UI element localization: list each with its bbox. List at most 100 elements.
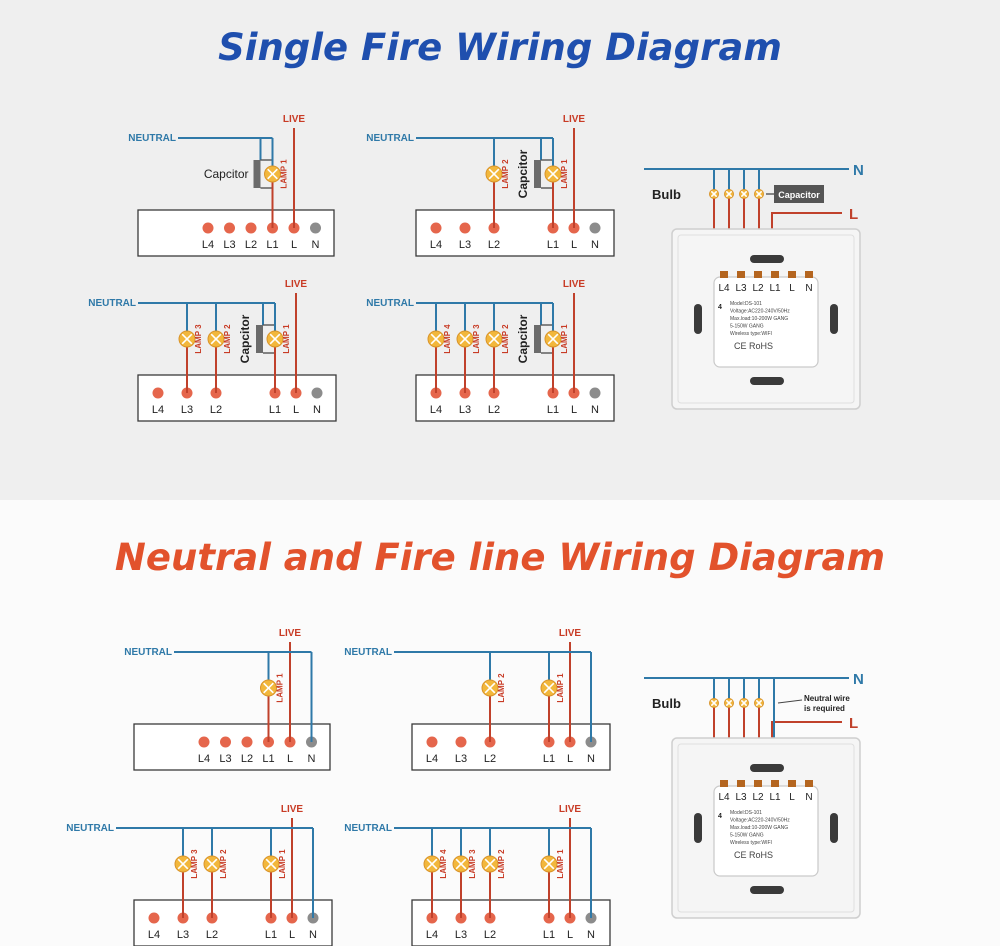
lamp-label-lamp-1: LAMP 1	[280, 159, 289, 189]
terminal-label-l1: L1	[266, 239, 278, 251]
terminal-label-l3: L3	[459, 404, 471, 416]
terminal-label-l4: L4	[198, 753, 210, 765]
terminal-label-l: L	[571, 404, 577, 416]
live-label: LIVE	[285, 279, 308, 290]
terminal-label-l2: L2	[241, 753, 253, 765]
terminal-label-l: L	[289, 929, 295, 941]
module-spec-5: Wireless type:WIFI	[730, 331, 772, 337]
lamp-lamp-4	[423, 855, 441, 873]
capacitor	[256, 325, 263, 353]
terminal-label-n: N	[312, 239, 320, 251]
lamp-label-lamp-2: LAMP 2	[497, 673, 506, 703]
lamp-label-lamp-1: LAMP 1	[282, 324, 291, 354]
bulb-3	[739, 698, 749, 708]
mount-slot-right	[830, 813, 838, 843]
terminal-l4	[430, 222, 442, 234]
lamp-label-lamp-2: LAMP 2	[501, 159, 510, 189]
n-line-label: N	[853, 162, 864, 179]
capacitor-label: Capcitor	[204, 167, 249, 181]
terminal-label-l2: L2	[206, 929, 218, 941]
neutral-note-pointer	[777, 699, 803, 704]
terminal-label-l4: L4	[426, 929, 438, 941]
lamp-lamp-3-cross-b	[177, 858, 189, 870]
neutral-label: NEUTRAL	[344, 823, 392, 834]
terminal-label-l2: L2	[484, 929, 496, 941]
terminal-label-l1: L1	[265, 929, 277, 941]
n-line-label: N	[853, 671, 864, 688]
module-terminal-label-l: L	[789, 283, 795, 294]
module-terminal-l3	[737, 271, 745, 278]
capacitor	[253, 160, 261, 188]
lamp-lamp-2	[485, 165, 503, 183]
terminal-label-l4: L4	[430, 239, 442, 251]
module-terminal-l2	[754, 271, 762, 278]
lamp-lamp-2-cross-b	[488, 168, 500, 180]
lamp-lamp-1	[260, 679, 277, 697]
wall-plate-inner	[677, 234, 855, 404]
terminal-label-l4: L4	[148, 929, 160, 941]
module-terminal-n	[805, 780, 813, 787]
bulb-1	[709, 698, 719, 708]
terminal-label-l3: L3	[181, 404, 193, 416]
bulb-4	[754, 698, 764, 708]
terminal-label-l3: L3	[455, 753, 467, 765]
lamp-label-lamp-2: LAMP 2	[223, 324, 232, 354]
lamp-lamp-1	[540, 679, 558, 697]
capacitor	[534, 325, 541, 353]
mount-slot-left	[694, 813, 702, 843]
terminal-label-n: N	[308, 753, 316, 765]
lamp-lamp-2-cross-b	[484, 682, 496, 694]
mount-slot-top	[750, 255, 784, 263]
terminal-n	[589, 387, 601, 399]
module-terminal-label-l: L	[789, 792, 795, 803]
lamp-label-lamp-3: LAMP 3	[190, 849, 199, 879]
bulb-3-cross-b	[740, 699, 748, 707]
lamp-label-lamp-1: LAMP 1	[556, 673, 565, 703]
mount-slot-right	[830, 304, 838, 334]
module-terminal-label-l2: L2	[752, 792, 764, 803]
module-terminal-l1	[771, 271, 779, 278]
lamp-lamp-2-cross-b	[484, 858, 496, 870]
live-label: LIVE	[559, 628, 582, 639]
module-spec-3: Max.load:10-200W GANG	[730, 825, 788, 831]
live-label: LIVE	[559, 804, 582, 815]
lamp-label-lamp-4: LAMP 4	[439, 849, 448, 879]
lamp-label-lamp-1: LAMP 1	[560, 159, 569, 189]
lamp-lamp-1-cross-b	[265, 858, 277, 870]
terminal-label-n: N	[313, 404, 321, 416]
live-label: LIVE	[279, 628, 302, 639]
lamp-lamp-2	[481, 855, 499, 873]
terminal-label-l1: L1	[269, 404, 281, 416]
terminal-label-n: N	[587, 753, 595, 765]
bulb-1-cross-b	[710, 190, 718, 198]
module-terminal-label-l1: L1	[769, 283, 781, 294]
neutral-label: NEUTRAL	[88, 298, 136, 309]
module-terminal-l1	[771, 780, 779, 787]
relay-module	[713, 276, 819, 368]
lamp-lamp-1-cross-b	[269, 333, 281, 345]
terminal-l4	[148, 912, 160, 924]
lamp-label-lamp-1: LAMP 1	[556, 849, 565, 879]
mount-slot-bottom	[750, 886, 784, 894]
terminal-label-l1: L1	[543, 929, 555, 941]
terminal-label-n: N	[591, 404, 599, 416]
lamp-lamp-4	[427, 330, 445, 348]
terminal-label-l2: L2	[488, 239, 500, 251]
live-label: LIVE	[281, 804, 304, 815]
module-spec-3: Max.load:10-200W GANG	[730, 316, 788, 322]
module-terminal-l4	[720, 780, 728, 787]
lamp-label-lamp-3: LAMP 3	[472, 324, 481, 354]
module-terminal-label-l3: L3	[735, 792, 747, 803]
switch-box	[415, 209, 615, 257]
lamp-label-lamp-2: LAMP 2	[219, 849, 228, 879]
lamp-lamp-3	[452, 855, 470, 873]
bulb-2	[724, 189, 734, 199]
module-terminal-label-l4: L4	[718, 792, 730, 803]
module-number: 4	[718, 304, 722, 311]
lamp-label-lamp-2: LAMP 2	[497, 849, 506, 879]
lamp-lamp-2-cross-b	[210, 333, 222, 345]
lamp-lamp-1-cross-b	[543, 858, 555, 870]
